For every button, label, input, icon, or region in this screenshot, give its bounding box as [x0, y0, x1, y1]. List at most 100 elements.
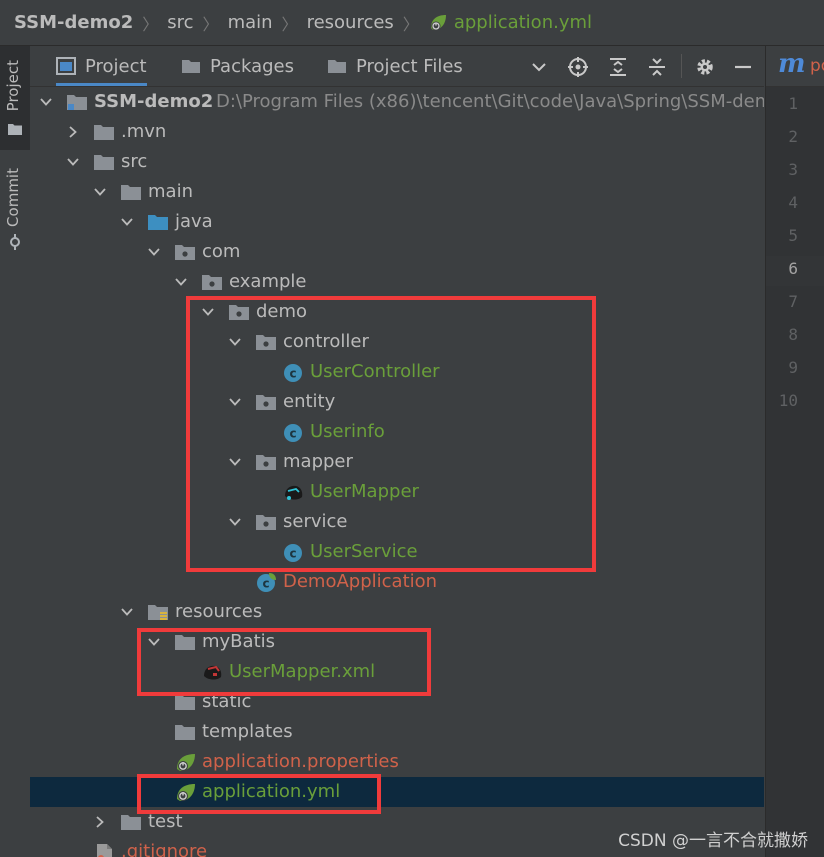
tree-node-demo[interactable]: demo — [30, 297, 764, 327]
package-icon — [256, 335, 276, 350]
breadcrumb-separator: 〉 — [142, 14, 159, 34]
tab-project-files[interactable]: Project Files — [327, 46, 463, 86]
tree-node-label: com — [202, 241, 241, 262]
tree-node-label: UserController — [310, 361, 440, 382]
chevron-down-icon[interactable] — [528, 56, 550, 78]
folder-icon — [175, 695, 195, 710]
tab-packages-label: Packages — [210, 55, 294, 77]
chevron-down-icon[interactable] — [229, 456, 241, 468]
commit-tool-label: Commit — [4, 168, 22, 227]
tree-node-label: DemoApplication — [283, 571, 438, 592]
tree-node-label: myBatis — [202, 631, 276, 652]
collapse-all-icon[interactable] — [646, 56, 668, 78]
chevron-right-icon[interactable] — [94, 816, 106, 828]
expand-all-icon[interactable] — [607, 56, 629, 78]
tree-node-label: test — [148, 811, 183, 832]
tree-node-label: templates — [202, 721, 293, 742]
line-number: 4 — [788, 193, 798, 212]
tree-node-mapper[interactable]: mapper — [30, 447, 764, 477]
highlight-box-mybatis-folder — [137, 628, 431, 696]
chevron-right-icon[interactable] — [67, 126, 79, 138]
tree-node-gitignore[interactable]: .gitignore — [30, 837, 764, 857]
source-folder-icon — [148, 215, 168, 230]
commit-tool-tab[interactable]: Commit — [0, 158, 30, 258]
project-tool-tab[interactable]: Project — [0, 46, 30, 150]
editor-tab[interactable]: m po — [766, 46, 824, 87]
tree-node-application-properties[interactable]: application.properties — [30, 747, 764, 777]
chevron-down-icon[interactable] — [94, 186, 106, 198]
gitignore-icon — [97, 844, 112, 857]
package-icon — [256, 455, 276, 470]
chevron-down-icon[interactable] — [121, 216, 133, 228]
breadcrumb-separator: 〉 — [202, 14, 219, 34]
tree-node-entity[interactable]: entity — [30, 387, 764, 417]
highlight-box-application-yml — [137, 774, 381, 814]
tree-node-demoapplication[interactable]: c DemoApplication — [30, 567, 764, 597]
tree-node-java[interactable]: java — [30, 207, 764, 237]
tree-node-controller[interactable]: controller — [30, 327, 764, 357]
class-icon: c — [284, 424, 302, 442]
chevron-down-icon[interactable] — [229, 336, 241, 348]
tree-node-com[interactable]: com — [30, 237, 764, 267]
chevron-down-icon[interactable] — [175, 276, 187, 288]
tree-node-resources[interactable]: resources — [30, 597, 764, 627]
tree-node-mybatis[interactable]: myBatis — [30, 627, 764, 657]
toolbar-divider — [681, 54, 682, 78]
svg-text:c: c — [289, 367, 296, 381]
chevron-down-icon[interactable] — [229, 396, 241, 408]
package-icon — [256, 515, 276, 530]
tree-node-static[interactable]: static — [30, 687, 764, 717]
chevron-down-icon[interactable] — [148, 636, 160, 648]
tree-node-service[interactable]: service — [30, 507, 764, 537]
breadcrumb-item-project[interactable]: SSM-demo2 — [14, 12, 134, 33]
tree-node-mvn[interactable]: .mvn — [30, 117, 764, 147]
tab-packages[interactable]: Packages — [181, 46, 294, 86]
folder-icon — [328, 60, 346, 73]
chevron-down-icon[interactable] — [121, 606, 133, 618]
gear-icon[interactable] — [694, 56, 716, 78]
line-number: 10 — [778, 391, 798, 410]
chevron-down-icon[interactable] — [40, 96, 52, 108]
tree-node-usercontroller[interactable]: c UserController — [30, 357, 764, 387]
tab-project[interactable]: Project — [56, 46, 147, 86]
tree-node-src[interactable]: src — [30, 147, 764, 177]
breadcrumb-item-src[interactable]: src — [167, 12, 194, 33]
breadcrumb-item-application-yml[interactable]: application.yml — [453, 12, 593, 33]
tree-node-label: UserService — [310, 541, 418, 562]
tree-node-application-yml[interactable]: application.yml — [30, 777, 764, 807]
folder-icon — [94, 125, 114, 140]
package-icon — [175, 245, 195, 260]
chevron-down-icon[interactable] — [202, 306, 214, 318]
package-icon — [202, 275, 222, 290]
tree-node-label: example — [229, 271, 307, 292]
tree-node-label: .gitignore — [121, 841, 208, 857]
spring-boot-class-icon: c — [257, 573, 276, 592]
tree-node-usermapper-xml[interactable]: UserMapper.xml — [30, 657, 764, 687]
package-icon — [256, 395, 276, 410]
tree-node-main[interactable]: main — [30, 177, 764, 207]
line-number: 6 — [788, 259, 798, 278]
tree-node-label: resources — [175, 601, 263, 622]
tree-node-label: UserMapper.xml — [229, 661, 376, 682]
tree-node-test[interactable]: test — [30, 807, 764, 837]
chevron-down-icon[interactable] — [148, 246, 160, 258]
svg-text:c: c — [289, 427, 296, 441]
tree-node-templates[interactable]: templates — [30, 717, 764, 747]
tree-node-usermapper[interactable]: UserMapper — [30, 477, 764, 507]
breadcrumb-item-main[interactable]: main — [227, 12, 273, 33]
locate-icon[interactable] — [567, 56, 589, 78]
minimize-icon[interactable] — [732, 56, 754, 78]
chevron-down-icon[interactable] — [67, 156, 79, 168]
line-number: 5 — [788, 226, 798, 245]
package-icon — [229, 305, 249, 320]
tab-project-files-label: Project Files — [356, 55, 463, 77]
breadcrumb-item-resources[interactable]: resources — [306, 12, 394, 33]
folder-icon — [94, 155, 114, 170]
chevron-down-icon[interactable] — [229, 516, 241, 528]
tree-node-example[interactable]: example — [30, 267, 764, 297]
tree-node-label: demo — [256, 301, 308, 322]
